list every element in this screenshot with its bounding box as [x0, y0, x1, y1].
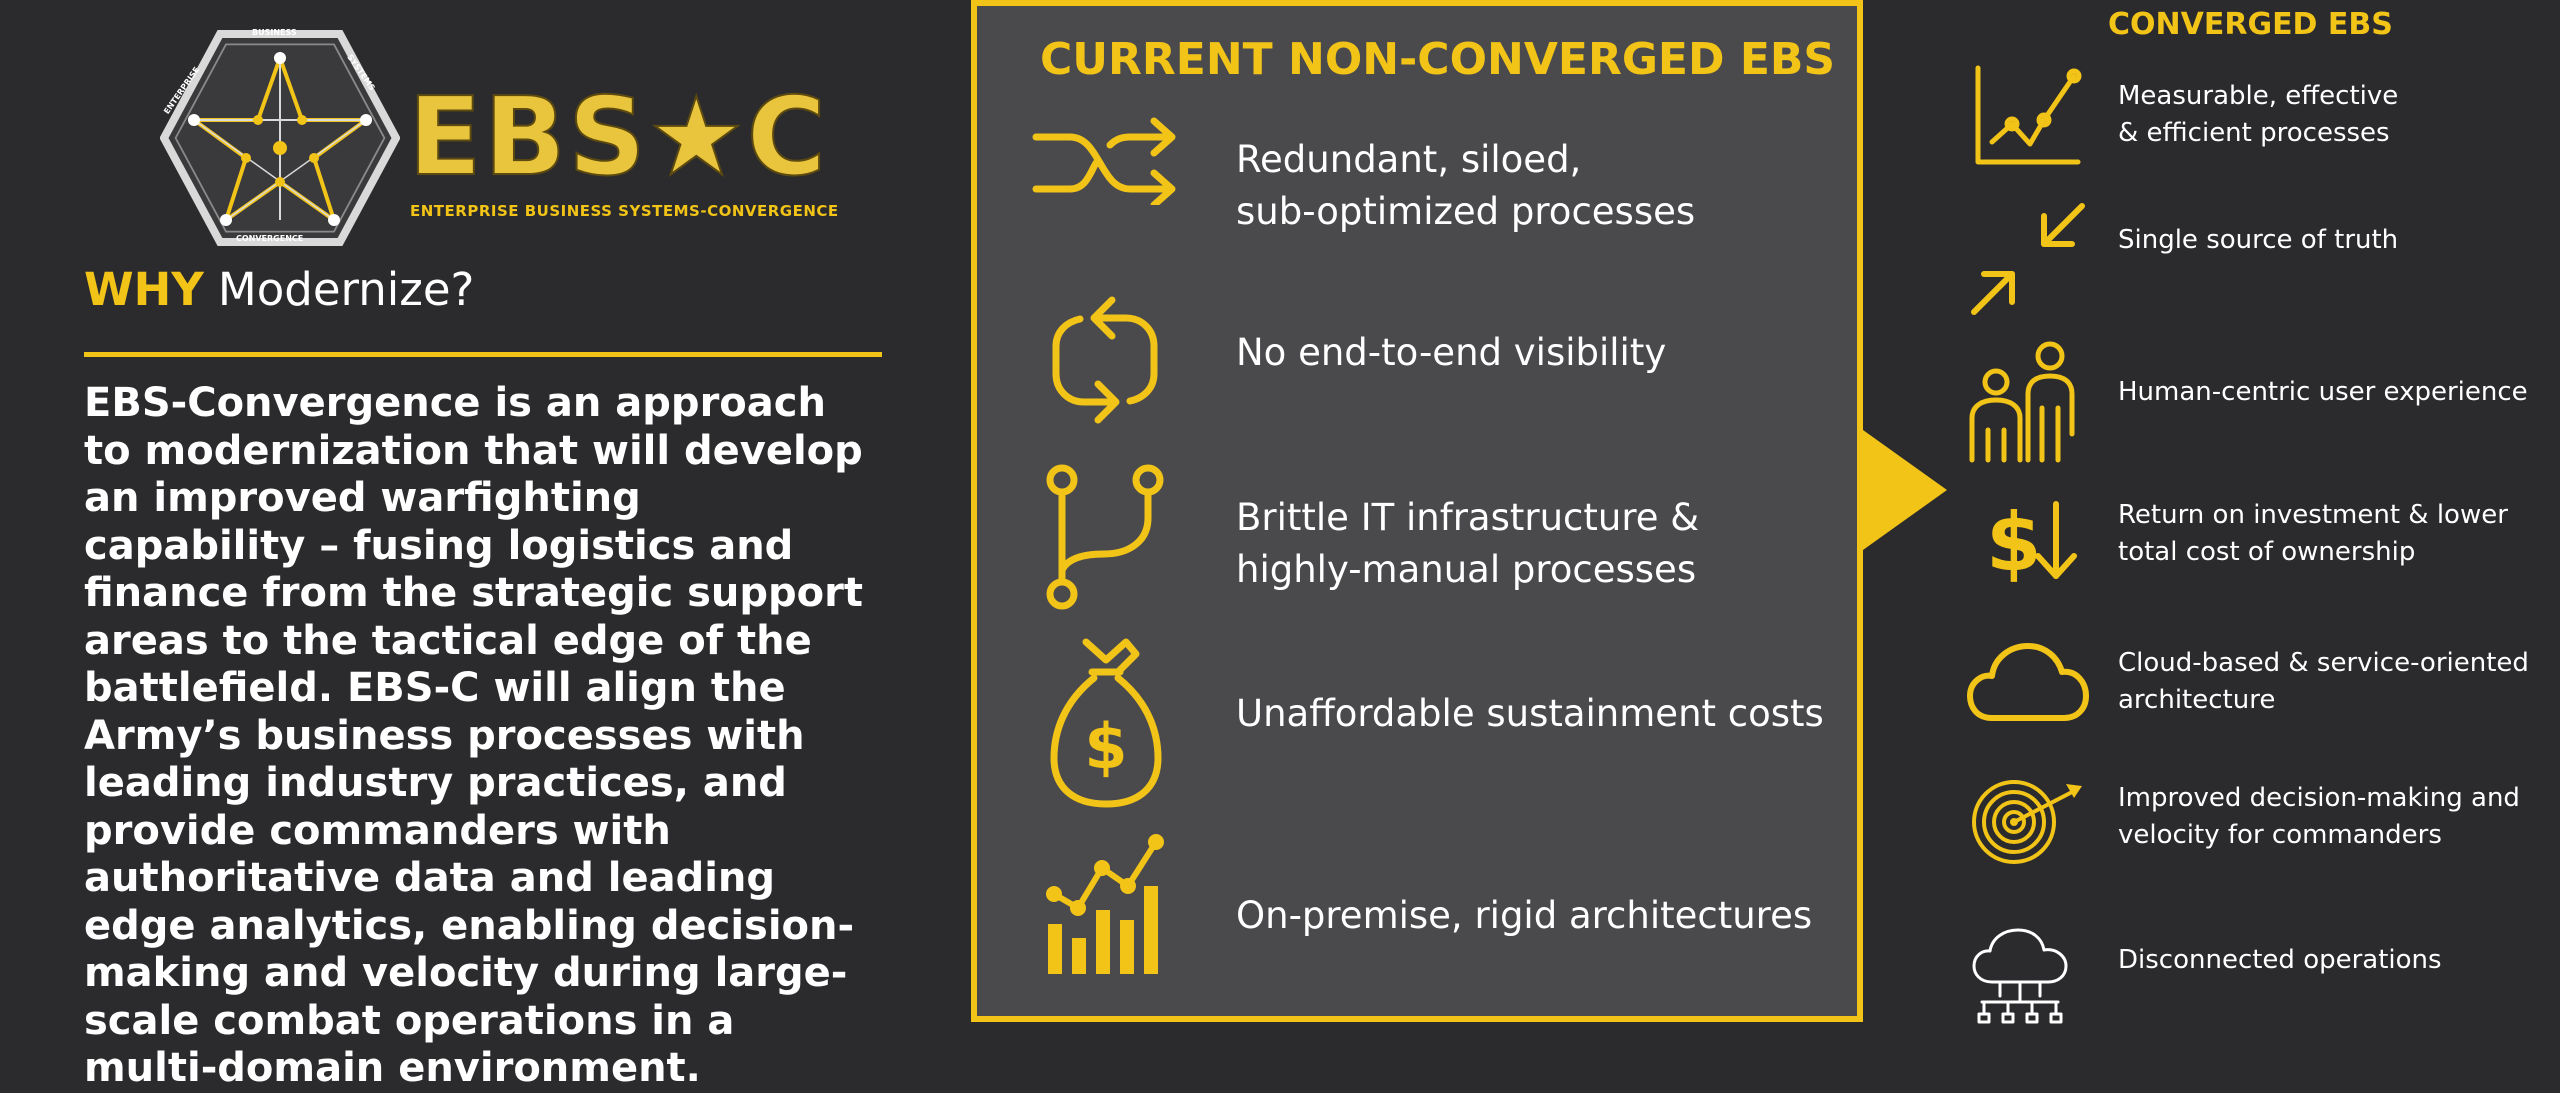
cloud-icon [1967, 643, 2089, 721]
logo-ring-bottom-label: CONVERGENCE [236, 234, 304, 243]
target-icon [1972, 780, 2082, 864]
bar-line-chart-icon [1046, 834, 1164, 974]
svg-text:$: $ [1084, 710, 1127, 783]
branching-path-icon [1046, 464, 1164, 610]
converged-item-3: Human-centric user experience [2118, 374, 2528, 411]
current-item-3-line-2: highly-manual processes [1236, 548, 1697, 591]
converged-item-7-line-1: Disconnected operations [2118, 945, 2442, 975]
ebs-c-logo: BUSINESS SYSTEMS ENTERPRISE CONVERGENCE … [160, 28, 838, 248]
logo-hexagon-icon [160, 30, 400, 246]
body-paragraph: EBS-Convergence is an approach to modern… [84, 380, 863, 1091]
current-ebs-title: CURRENT NON-CONVERGED EBS [1040, 34, 1836, 85]
converged-item-5: Cloud-based & service-oriented architect… [2118, 645, 2529, 719]
line-chart-icon [1975, 65, 2082, 165]
converged-item-4: Return on investment & lower total cost … [2118, 497, 2508, 571]
converged-item-3-line-1: Human-centric user experience [2118, 377, 2528, 407]
converged-item-1: Measurable, effective & efficient proces… [2118, 78, 2398, 152]
money-bag-icon: $ [1050, 638, 1162, 808]
converged-item-7: Disconnected operations [2118, 942, 2442, 979]
logo-title: EBS★C [407, 75, 828, 200]
left-panel: BUSINESS SYSTEMS ENTERPRISE CONVERGENCE … [0, 0, 968, 1091]
shuffle-arrows-icon [1032, 117, 1176, 205]
svg-text:$: $ [1986, 498, 2042, 582]
converged-item-5-line-2: architecture [2118, 685, 2276, 715]
converged-item-6: Improved decision-making and velocity fo… [2118, 780, 2520, 854]
current-item-4-line-1: Unaffordable sustainment costs [1236, 692, 1824, 735]
converged-item-1-line-1: Measurable, effective [2118, 81, 2399, 111]
converged-item-5-line-1: Cloud-based & service-oriented [2118, 648, 2529, 678]
current-item-5-line-1: On-premise, rigid architectures [1236, 894, 1813, 937]
current-item-2-line-1: No end-to-end visibility [1236, 331, 1667, 374]
converged-item-6-line-1: Improved decision-making and [2118, 783, 2520, 813]
logo-ring-top-label: BUSINESS [252, 28, 297, 37]
converged-item-4-line-2: total cost of ownership [2118, 537, 2416, 567]
logo-subtitle: ENTERPRISE BUSINESS SYSTEMS-CONVERGENCE [410, 202, 839, 220]
why-heading-rest: Modernize? [217, 263, 475, 316]
current-item-4: Unaffordable sustainment costs [1236, 688, 1824, 740]
converged-ebs-title: CONVERGED EBS [2108, 7, 2393, 42]
why-heading-key: WHY [84, 263, 204, 316]
converged-item-6-line-2: velocity for commanders [2118, 820, 2442, 850]
refresh-cycle-icon [1052, 296, 1158, 424]
converged-item-1-line-2: & efficient processes [2118, 118, 2390, 148]
current-item-1-line-1: Redundant, siloed, [1236, 138, 1582, 181]
users-icon [1969, 341, 2075, 463]
converged-item-4-line-1: Return on investment & lower [2118, 500, 2508, 530]
current-item-1: Redundant, siloed, sub-optimized process… [1236, 134, 1695, 238]
pointer-arrow-icon [1863, 430, 1947, 550]
current-item-3: Brittle IT infrastructure & highly-manua… [1236, 492, 1699, 596]
current-item-5: On-premise, rigid architectures [1236, 890, 1812, 942]
heading-divider [84, 352, 882, 357]
dollar-down-icon: $ [1986, 498, 2077, 582]
converging-arrows-icon [1971, 203, 2085, 315]
current-item-3-line-1: Brittle IT infrastructure & [1236, 496, 1700, 539]
current-item-1-line-2: sub-optimized processes [1236, 190, 1696, 233]
converged-item-2-line-1: Single source of truth [2118, 225, 2399, 255]
converged-item-2: Single source of truth [2118, 222, 2398, 259]
cloud-network-icon [1972, 928, 2068, 1024]
current-ebs-panel [971, 0, 1863, 1022]
current-item-2: No end-to-end visibility [1236, 327, 1666, 379]
